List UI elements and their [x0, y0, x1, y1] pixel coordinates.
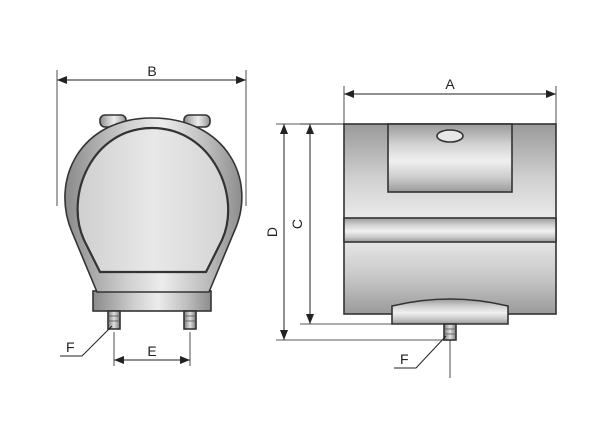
side-bolt	[443, 323, 457, 378]
dimension-b: B	[56, 63, 247, 206]
dimension-e: E	[113, 332, 191, 366]
leader-f-front-label: F	[66, 339, 75, 355]
dimension-a-label: A	[445, 76, 455, 92]
dimension-d-label: D	[264, 227, 280, 237]
front-view	[64, 114, 243, 330]
front-bolt-left	[107, 310, 121, 330]
dimension-c-label: C	[289, 219, 305, 229]
leader-f-side-label: F	[400, 351, 409, 367]
dimension-a: A	[343, 76, 557, 124]
front-base-foot	[92, 290, 212, 312]
dimension-e-label: E	[147, 343, 156, 359]
leader-f-front: F	[60, 325, 113, 357]
side-middle-band	[343, 217, 557, 243]
dimension-d: D	[264, 123, 444, 341]
front-bolt-right	[183, 310, 197, 330]
dimension-b-label: B	[147, 63, 156, 79]
side-base-foot	[391, 298, 509, 325]
cover-oval-window	[436, 129, 464, 143]
front-face	[76, 126, 230, 274]
leader-f-side: F	[394, 335, 447, 369]
side-view	[343, 123, 557, 378]
